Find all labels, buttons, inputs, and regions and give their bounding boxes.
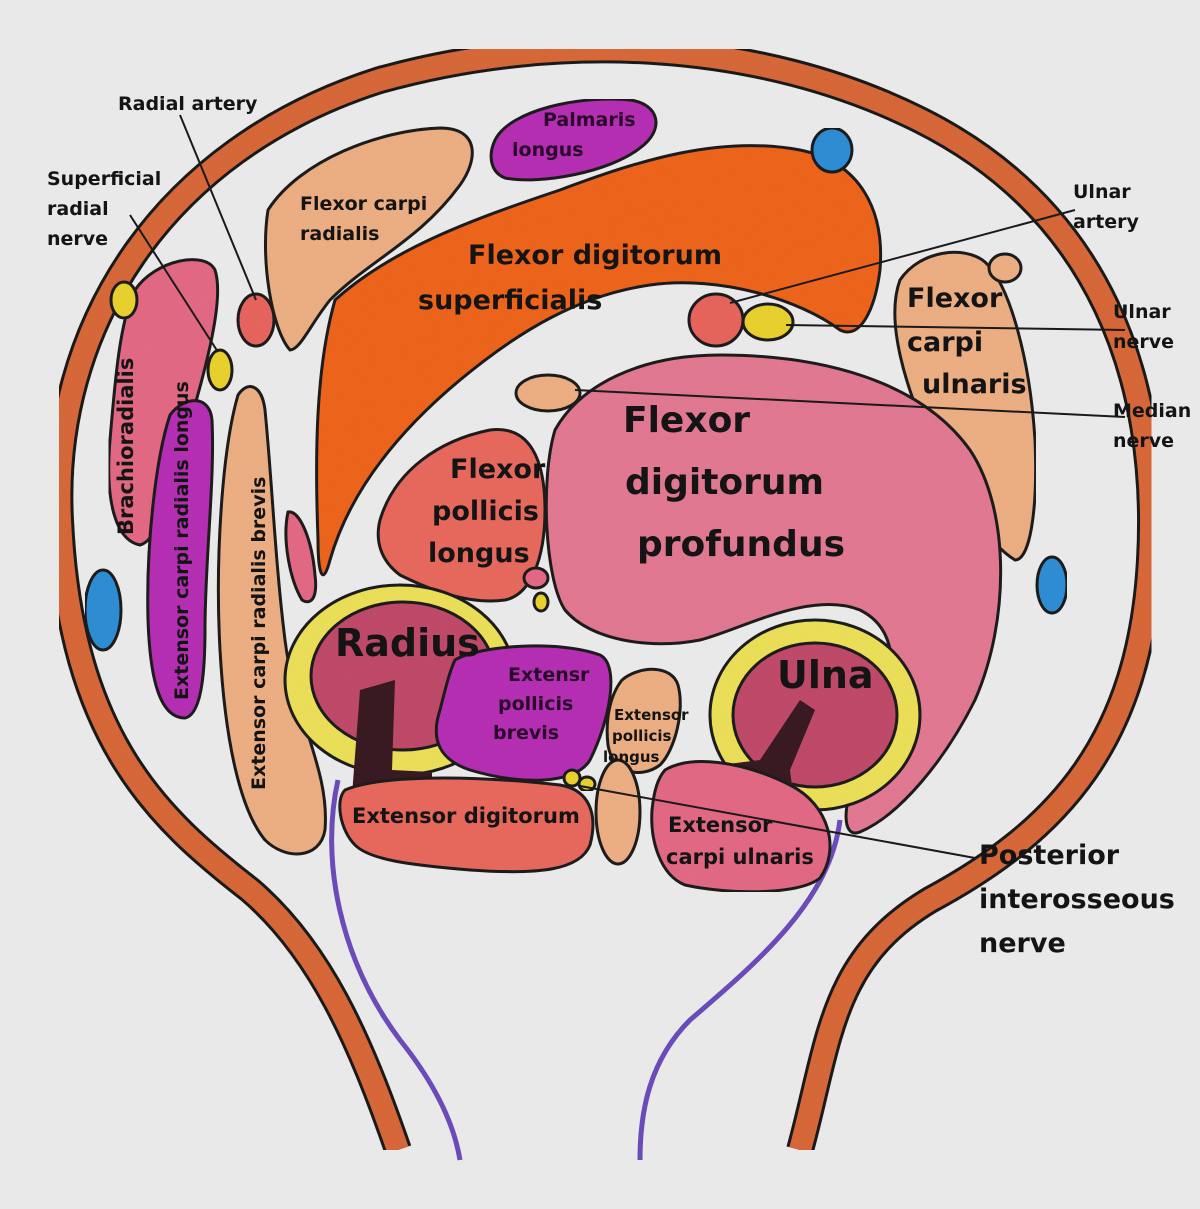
flexor-pollicis-longus-shape	[376, 428, 547, 603]
label-ecrl: Extensor carpi radialis longus	[171, 381, 193, 700]
small-muscle-shape	[284, 510, 318, 604]
leader-lines	[129, 114, 1126, 859]
small-tendon-shape	[594, 758, 642, 866]
vein-left	[83, 568, 123, 652]
label-ecrb: Extensor carpi radialis brevis	[248, 477, 270, 790]
median-nerve-shape	[514, 373, 582, 413]
interosseous-membrane-shape	[352, 680, 432, 795]
ecrb-shape	[216, 385, 327, 856]
superficial-radial-nerve-shape	[206, 348, 234, 392]
extensor-digitorum-shape	[338, 776, 595, 874]
label-flexor-carpi-radialis: Flexor carpi radialis	[300, 193, 434, 245]
palmaris-longus-shape	[489, 97, 658, 182]
label-superficial-radial-nerve: Superficial radial nerve	[47, 168, 168, 250]
labels: Radial artery Superficial radial nerve P…	[47, 93, 1198, 959]
label-palmaris-longus: Palmaris longus	[512, 109, 642, 161]
label-flexor-pollicis-longus: Flexor pollicis longus	[428, 454, 555, 569]
vessels-nerves	[83, 126, 1069, 793]
label-ulnar-nerve: Ulnar nerve	[1113, 301, 1177, 353]
label-brachioradialis: Brachioradialis	[114, 358, 138, 535]
ulnar-nerve-shape	[741, 302, 795, 342]
label-extensor-pollicis-brevis: Extensr pollicis brevis	[493, 664, 596, 744]
extensor-carpi-ulnaris-shape	[650, 760, 832, 894]
label-extensor-digitorum: Extensor digitorum	[352, 804, 580, 828]
small-nerve-1	[532, 591, 550, 613]
label-posterior-interosseous-nerve: Posterior interosseous nerve	[979, 840, 1184, 959]
label-flexor-carpi-ulnaris: Flexor carpi ulnaris	[907, 283, 1027, 400]
small-nerve-2	[562, 768, 582, 788]
nerve-top-left	[109, 280, 139, 320]
label-ulna: Ulna	[777, 653, 874, 697]
label-median-nerve: Median nerve	[1113, 400, 1198, 452]
vein-top-right	[810, 126, 854, 174]
flexor-carpi-radialis-shape	[263, 126, 474, 352]
muscles	[107, 97, 1038, 894]
skin-outline	[45, 35, 1166, 1155]
small-artery-1	[522, 566, 550, 590]
radial-artery-shape	[236, 292, 276, 348]
ecrl-shape	[146, 399, 215, 720]
flexor-digitorum-superficialis-shape	[315, 144, 883, 577]
extensor-pollicis-longus-shape	[605, 667, 682, 774]
label-extensor-carpi-ulnaris: Extensor carpi ulnaris	[666, 813, 814, 869]
small-vessel-shape	[987, 252, 1023, 284]
label-radial-artery: Radial artery	[118, 93, 258, 115]
posterior-interosseous-nerve-path	[329, 779, 843, 1161]
label-ulnar-artery: Ulnar artery	[1073, 181, 1140, 233]
label-extensor-pollicis-longus: Extensor pollicis longus	[603, 706, 694, 766]
label-flexor-digitorum-profundus: Flexor digitorum profundus	[623, 400, 845, 565]
label-flexor-digitorum-superficialis: Flexor digitorum superficialis	[418, 240, 731, 316]
vein-right	[1035, 555, 1069, 615]
label-radius: Radius	[335, 621, 480, 665]
